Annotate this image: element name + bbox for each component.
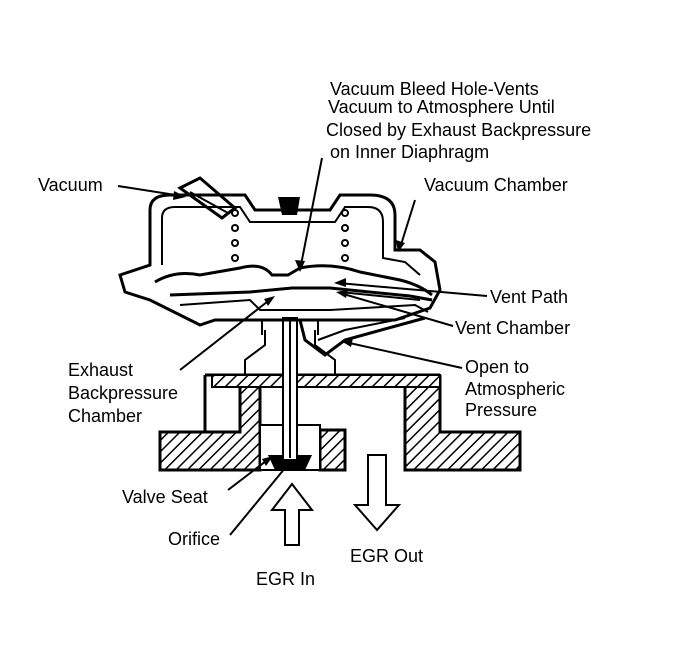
label-egr-out: EGR Out [350, 546, 423, 566]
stem-collar [244, 330, 336, 375]
label-vent-chamber: Vent Chamber [455, 318, 570, 338]
label-vent-path: Vent Path [490, 287, 568, 307]
egr-in-arrow [269, 482, 315, 546]
lower-plate [211, 374, 441, 388]
vent-duct [298, 316, 426, 357]
label-bleed-line2: Vacuum to Atmosphere Until [328, 97, 555, 117]
label-open-line1: Open to [465, 357, 529, 377]
leader-lines [117, 157, 488, 536]
label-open-line3: Pressure [465, 400, 537, 420]
egr-out-arrow [352, 454, 402, 532]
label-exhaust-line3: Chamber [68, 406, 142, 426]
inner-diaphragm [169, 286, 433, 302]
leader-vent-chamber [339, 292, 454, 327]
label-bleed-line3: Closed by Exhaust Backpressure [326, 120, 591, 140]
vent-path-outline [339, 291, 421, 301]
leader-vacuum [117, 185, 183, 197]
top-plug [278, 197, 300, 215]
label-valve-seat: Valve Seat [122, 487, 208, 507]
vacuum-chamber-wall [161, 206, 421, 276]
vacuum-port [177, 176, 238, 220]
label-vacuum: Vacuum [38, 175, 103, 195]
housing-right-block [318, 428, 347, 472]
leader-valve-seat [227, 457, 271, 491]
label-exhaust-line1: Exhaust [68, 360, 133, 380]
label-egr-in: EGR In [256, 569, 315, 589]
valve-stem [244, 317, 336, 461]
label-exhaust-line2: Backpressure [68, 383, 178, 403]
leader-vacuum-chamber [399, 199, 416, 249]
leader-open [344, 341, 463, 369]
springs [231, 209, 349, 262]
vent-chamber-outline [179, 298, 429, 313]
outer-diaphragm [154, 264, 433, 297]
leader-bleed [299, 157, 323, 271]
label-bleed-line4: on Inner Diaphragm [330, 142, 489, 162]
labels: Vacuum Bleed Hole-Vents Vacuum to Atmosp… [38, 79, 591, 589]
leader-orifice [229, 461, 291, 536]
label-vacuum-chamber: Vacuum Chamber [424, 175, 568, 195]
label-open-line2: Atmospheric [465, 379, 565, 399]
diaphragm-assembly [118, 176, 442, 357]
leader-vent-path [337, 282, 488, 297]
leader-exhaust [179, 297, 273, 371]
label-orifice: Orifice [168, 529, 220, 549]
label-bleed-line1: Vacuum Bleed Hole-Vents [330, 79, 539, 99]
